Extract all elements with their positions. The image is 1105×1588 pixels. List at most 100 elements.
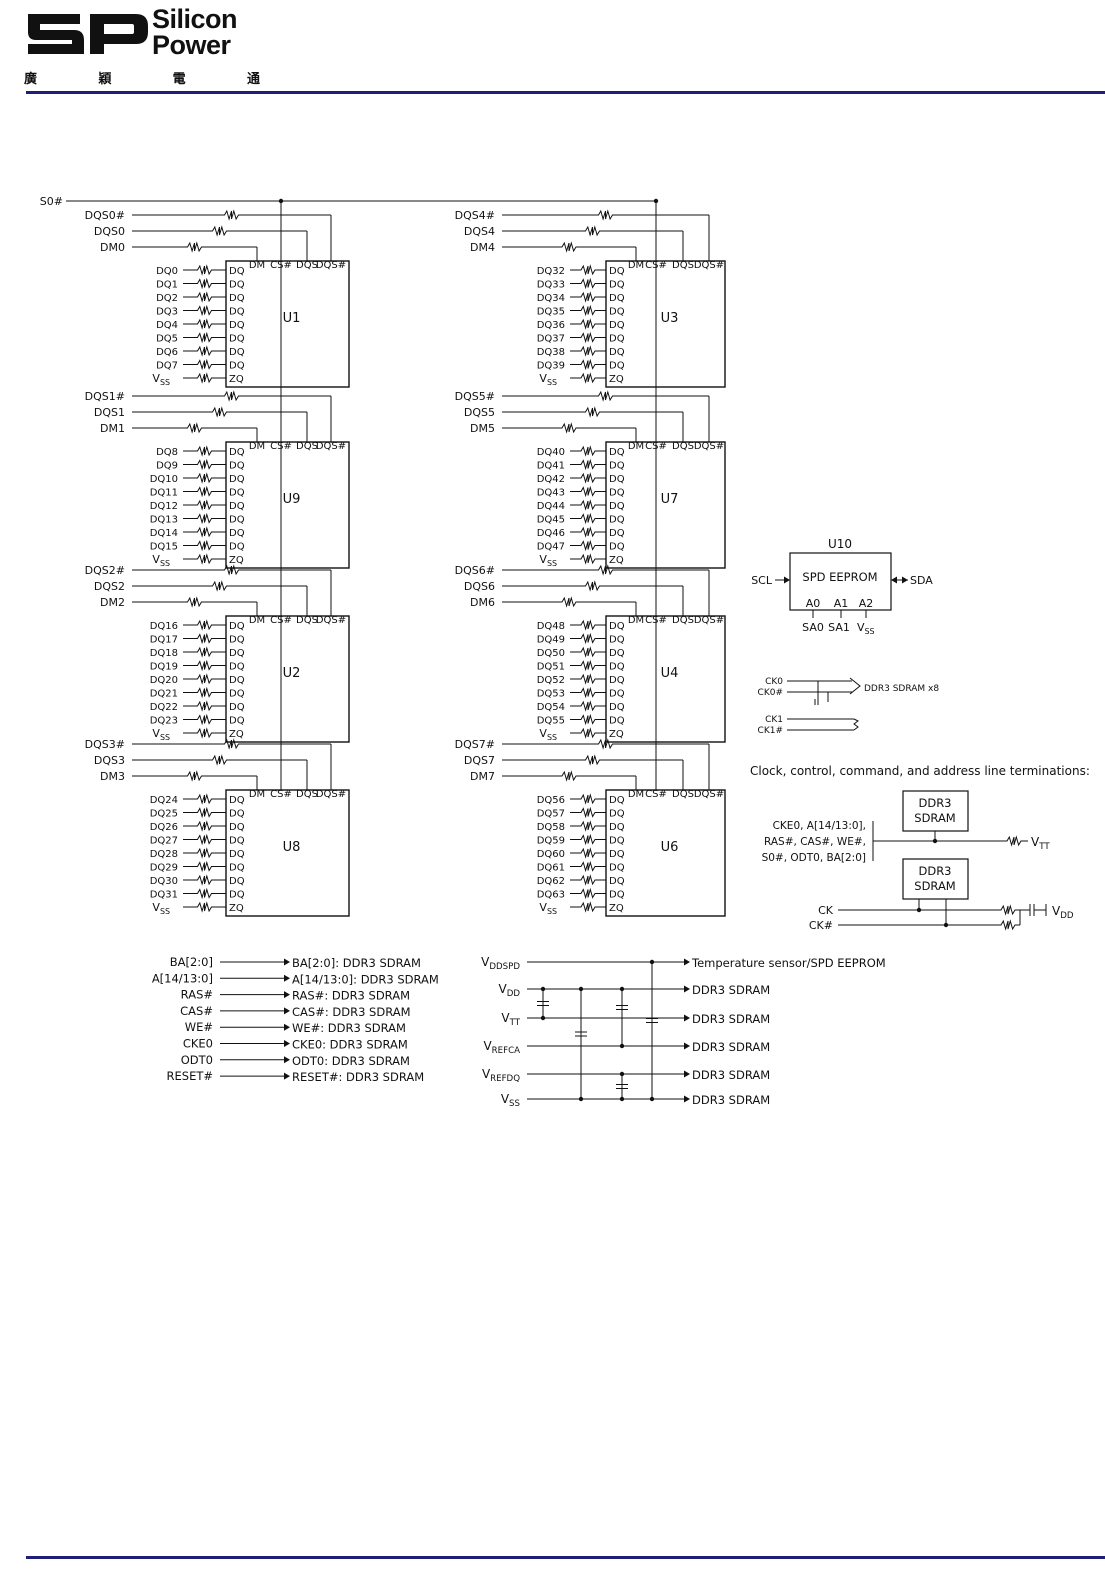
pin-label-dm: DM bbox=[628, 260, 644, 271]
strobe-signal-label: DQS0 bbox=[94, 225, 125, 238]
junction-dot bbox=[619, 1096, 625, 1102]
control-destination-label: ODT0: DDR3 SDRAM bbox=[292, 1054, 410, 1068]
pin-label-dq: DQ bbox=[229, 648, 245, 659]
vss-label: VSS bbox=[539, 901, 557, 916]
strobe-signal-label: DQS1# bbox=[85, 390, 125, 403]
scl-arrow-icon bbox=[784, 576, 790, 584]
strobe-signal-label: DQS4 bbox=[464, 225, 495, 238]
resistor-symbol bbox=[183, 499, 226, 511]
pin-label-dq: DQ bbox=[229, 689, 245, 700]
junction-dot bbox=[649, 959, 655, 965]
dq-signal-label: DQ20 bbox=[150, 675, 178, 686]
resistor-symbol bbox=[502, 738, 709, 750]
pin-label-dq: DQ bbox=[609, 361, 625, 372]
resistor-symbol bbox=[570, 713, 606, 726]
vss-label: VSS bbox=[539, 553, 557, 568]
dq-signal-label: DQ21 bbox=[150, 689, 178, 700]
pin-label-dq: DQ bbox=[609, 334, 625, 345]
pin-label-dq: DQ bbox=[229, 347, 245, 358]
pin-label-dq: DQ bbox=[609, 836, 625, 847]
dq-signal-label: DQ44 bbox=[537, 501, 565, 512]
pin-label-dq: DQ bbox=[609, 266, 625, 277]
resistor-symbol bbox=[183, 277, 226, 290]
control-source-label: ODT0 bbox=[181, 1053, 213, 1067]
termination-signal-label: RAS#, CAS#, WE#, bbox=[764, 836, 866, 848]
pin-label-dm: DM bbox=[628, 441, 644, 452]
control-destination-label: RESET#: DDR3 SDRAM bbox=[292, 1070, 424, 1084]
pin-label-dq: DQ bbox=[229, 542, 245, 553]
resistor-symbol bbox=[570, 331, 606, 344]
resistor-symbol bbox=[183, 793, 226, 805]
strobe-signal-label: DQS1 bbox=[94, 406, 125, 419]
sdram-label: SDRAM bbox=[914, 879, 955, 893]
pin-label-zq: ZQ bbox=[609, 903, 624, 914]
dq-signal-label: DQ52 bbox=[537, 675, 565, 686]
strobe-signal-label: DQS6 bbox=[464, 580, 495, 593]
power-rail-destination: DDR3 SDRAM bbox=[692, 1012, 770, 1026]
brand-name-line1: Silicon bbox=[152, 4, 238, 34]
pin-label-dq: DQ bbox=[609, 795, 625, 806]
pin-label-dm: DM bbox=[628, 789, 644, 800]
clock-target-label: DDR3 SDRAM x8 bbox=[864, 684, 939, 694]
header-rule bbox=[26, 91, 1105, 94]
resistor-symbol bbox=[132, 225, 307, 237]
junction-dot bbox=[578, 1096, 584, 1102]
pin-label-dq: DQ bbox=[229, 662, 245, 673]
dq-signal-label: DQ27 bbox=[150, 836, 178, 847]
dq-signal-label: DQ17 bbox=[150, 635, 178, 646]
power-arrow-icon bbox=[684, 1014, 690, 1022]
control-arrow-icon bbox=[284, 1040, 290, 1047]
pin-label-dq: DQ bbox=[229, 361, 245, 372]
pin-label-dqs-n: DQS# bbox=[316, 260, 346, 271]
sda-arrow-left-icon bbox=[891, 576, 897, 584]
pin-label-dm: DM bbox=[249, 260, 265, 271]
dq-signal-label: DQ48 bbox=[537, 621, 565, 632]
pin-label-dq: DQ bbox=[609, 528, 625, 539]
ck1-label: CK1 bbox=[765, 715, 783, 725]
vss-label: VSS bbox=[539, 727, 557, 742]
control-destination-label: WE#: DDR3 SDRAM bbox=[292, 1021, 406, 1035]
dq-signal-label: DQ36 bbox=[537, 320, 565, 331]
chip-ref-label: U9 bbox=[283, 492, 301, 507]
pin-label-dq: DQ bbox=[229, 795, 245, 806]
resistor-symbol bbox=[570, 659, 606, 672]
strobe-signal-label: DM1 bbox=[100, 422, 125, 435]
resistor-symbol bbox=[570, 264, 606, 276]
dq-signal-label: DQ47 bbox=[537, 542, 565, 553]
resistor-symbol bbox=[183, 847, 226, 859]
strobe-signal-label: DQS7# bbox=[455, 738, 495, 751]
strobe-signal-label: DQS6# bbox=[455, 564, 495, 577]
resistor-symbol bbox=[570, 526, 606, 538]
junction-dot bbox=[578, 986, 584, 992]
resistor-symbol bbox=[183, 646, 226, 658]
dq-signal-label: DQ57 bbox=[537, 809, 565, 820]
pin-label-dq: DQ bbox=[229, 849, 245, 860]
control-destination-label: CAS#: DDR3 SDRAM bbox=[292, 1005, 411, 1019]
pin-label-dq: DQ bbox=[609, 849, 625, 860]
resistor-symbol bbox=[183, 526, 226, 538]
resistor-symbol bbox=[183, 553, 226, 565]
control-destination-label: BA[2:0]: DDR3 SDRAM bbox=[292, 956, 421, 970]
resistor-symbol bbox=[183, 318, 226, 330]
control-source-label: BA[2:0] bbox=[170, 955, 213, 969]
pin-label-dq: DQ bbox=[229, 635, 245, 646]
dq-signal-label: DQ56 bbox=[537, 795, 565, 806]
power-rail-destination: DDR3 SDRAM bbox=[692, 1068, 770, 1082]
resistor-symbol bbox=[570, 304, 606, 317]
pin-label-dq: DQ bbox=[229, 447, 245, 458]
pin-label-dq: DQ bbox=[229, 488, 245, 499]
vss-label: VSS bbox=[152, 553, 170, 568]
strobe-signal-label: DM2 bbox=[100, 596, 125, 609]
pin-label-dqs: DQS bbox=[296, 789, 318, 800]
vss-label: VSS bbox=[152, 727, 170, 742]
sdram-label: DDR3 bbox=[918, 796, 951, 810]
dq-signal-label: DQ12 bbox=[150, 501, 178, 512]
eeprom-ref-label: U10 bbox=[828, 537, 852, 551]
eeprom-pin-net: SA0 bbox=[802, 621, 824, 634]
control-arrow-icon bbox=[284, 991, 290, 999]
resistor-symbol bbox=[183, 331, 226, 344]
pin-label-dm: DM bbox=[249, 615, 265, 626]
pin-label-dq: DQ bbox=[229, 675, 245, 686]
junction-dot bbox=[540, 986, 546, 992]
